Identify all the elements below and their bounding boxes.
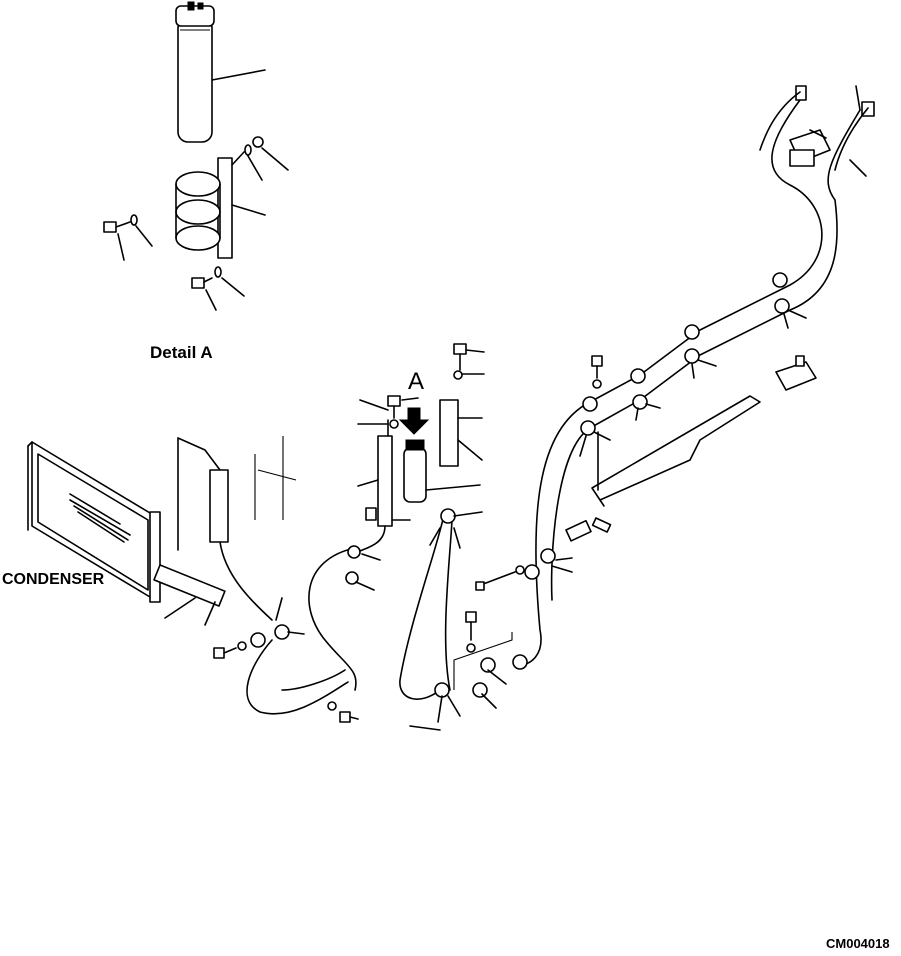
washer [237, 370, 602, 711]
center-receiver [398, 399, 483, 503]
detail-fasteners [103, 136, 289, 311]
detail-a-label: Detail A [150, 343, 213, 362]
receiver-drier [175, 1, 266, 143]
frame-bracket [565, 395, 761, 542]
condenser-label: CONDENSER [2, 571, 105, 588]
reference-letter: A [408, 368, 425, 395]
bolt [213, 343, 603, 723]
hose-assembly [177, 419, 393, 715]
leader-lines [275, 85, 867, 731]
pipe-run [399, 99, 861, 700]
connector-block [759, 85, 875, 391]
pipe-clamp [250, 272, 790, 698]
drawing-code: CM004018 [826, 936, 890, 951]
condenser [27, 441, 226, 626]
mounting-bracket [175, 151, 266, 259]
